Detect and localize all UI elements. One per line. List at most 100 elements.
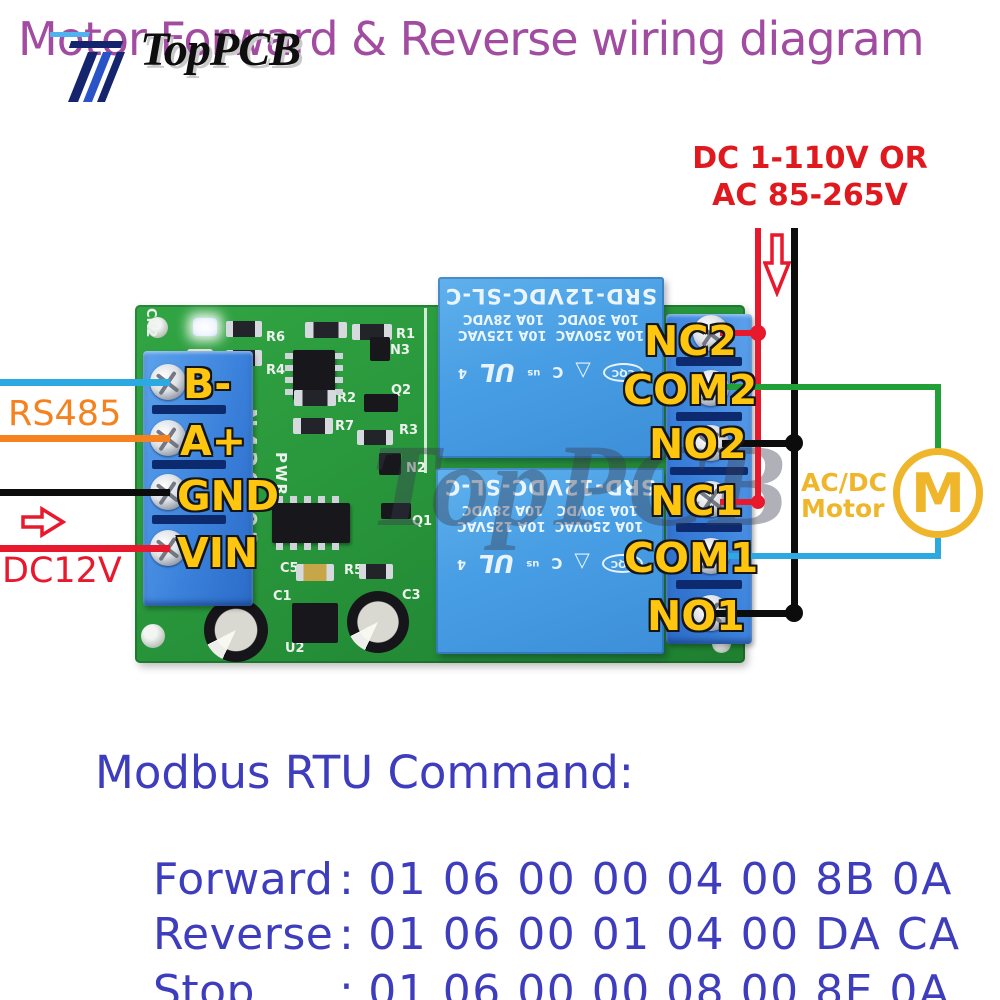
four-mark: 4 xyxy=(457,556,467,571)
relay-cert-logos: CQC △ C us UL 4 xyxy=(458,358,644,387)
motor-caption: AC/DC Motor xyxy=(801,470,887,522)
smd-resistor xyxy=(294,390,336,406)
command-hex: 01 06 00 00 04 00 8B 0A xyxy=(368,854,953,905)
wire-junction xyxy=(750,325,766,341)
c-mark: C xyxy=(552,363,564,382)
smd-resistor xyxy=(357,430,393,445)
wire-junction xyxy=(785,434,803,452)
electrolytic-capacitor xyxy=(347,591,409,653)
relay-channel-1: SRD-12VDC-SL-C 10A 30VDC 10A 28VDC 10A 2… xyxy=(436,468,664,654)
com1-motor-wire xyxy=(716,553,941,559)
power-input-arrow-icon xyxy=(21,506,66,538)
silkscreen-r6: R6 xyxy=(266,330,286,345)
pin-label-no2: NO2 xyxy=(649,420,747,468)
silkscreen-r1: R1 xyxy=(396,327,416,342)
command-hex: 01 06 00 00 08 00 8E 0A xyxy=(368,966,951,1000)
ul-logo: UL xyxy=(479,358,516,387)
relay-rating-ac: 10A 250VAC 10A 125VAC xyxy=(457,327,645,342)
voltage-regulator xyxy=(292,603,338,643)
pin-label-nc1: NC1 xyxy=(650,477,743,525)
smd-transistor xyxy=(370,337,390,361)
silkscreen-c3: C3 xyxy=(402,588,421,603)
silkscreen-r3: R3 xyxy=(399,423,419,438)
terminal-slot xyxy=(676,580,742,589)
pin-label-vin: VIN xyxy=(177,529,259,577)
triangle-cert-icon: △ xyxy=(574,551,590,576)
power-source-caption: DC 1-110V OR AC 85-265V xyxy=(680,140,940,214)
silkscreen-line xyxy=(424,308,427,473)
nc1-wire xyxy=(720,499,758,505)
toppcb-logo-icon xyxy=(50,32,125,102)
command-colon: : xyxy=(338,966,355,1000)
modbus-reverse-command: Reverse:01 06 00 01 04 00 DA CA xyxy=(95,858,961,1000)
pin-label-nc2: NC2 xyxy=(644,317,737,365)
soic8-chip xyxy=(272,496,350,550)
command-hex: 01 06 00 01 04 00 DA CA xyxy=(368,909,961,960)
relay-rating-ac: 10A 250VAC 10A 125VAC xyxy=(456,518,644,533)
wire-junction xyxy=(785,604,803,622)
silkscreen-n2: N2 xyxy=(406,461,426,476)
command-label: Reverse xyxy=(152,909,334,960)
power-neutral-wire xyxy=(791,228,798,617)
silkscreen-pwr: PWR xyxy=(272,452,290,498)
rs485-b-wire xyxy=(0,379,170,386)
smd-capacitor xyxy=(296,564,334,581)
com2-motor-wire xyxy=(716,384,941,390)
triangle-cert-icon: △ xyxy=(575,360,591,385)
motor-symbol: M xyxy=(893,448,983,538)
relay-rating-dc: 10A 30VDC 10A 28VDC xyxy=(463,311,639,326)
command-label: Forward xyxy=(152,854,334,905)
smd-transistor xyxy=(364,394,398,412)
command-label: Stop xyxy=(152,966,255,1000)
mounting-hole xyxy=(141,624,165,648)
nc2-wire xyxy=(720,330,758,336)
terminal-slot xyxy=(152,460,226,469)
com2-motor-wire xyxy=(935,384,941,450)
no2-wire xyxy=(722,440,795,447)
silkscreen-c5: C5 xyxy=(280,561,299,576)
relay-model-text: SRD-12VDC-SL-C xyxy=(444,475,656,499)
terminal-slot xyxy=(676,357,742,366)
dc12v-caption: DC12V xyxy=(2,551,122,591)
terminal-slot xyxy=(152,515,226,524)
ul-logo: UL xyxy=(478,549,515,578)
motor-caption-line2: Motor xyxy=(801,494,885,523)
silkscreen-n3: N3 xyxy=(390,343,410,358)
com1-motor-wire xyxy=(935,538,941,559)
wire-junction xyxy=(751,495,765,509)
rs485-caption: RS485 xyxy=(8,394,122,434)
relay-rating-dc: 10A 30VDC 10A 28VDC xyxy=(462,502,638,517)
modbus-forward-command: Forward:01 06 00 00 04 00 8B 0A xyxy=(95,803,953,956)
power-flow-arrow-icon xyxy=(763,233,791,297)
silkscreen-u2: U2 xyxy=(285,641,305,656)
relay-channel-2: SRD-12VDC-SL-C 10A 30VDC 10A 28VDC 10A 2… xyxy=(438,277,664,458)
motor-letter: M xyxy=(911,461,965,525)
smd-resistor xyxy=(352,324,392,340)
status-led xyxy=(193,318,217,336)
c-mark: C xyxy=(551,554,563,573)
smd-resistor xyxy=(305,322,347,338)
rs485-a-wire xyxy=(0,435,170,442)
command-colon: : xyxy=(338,909,355,960)
electrolytic-capacitor xyxy=(204,598,268,662)
pin-label-com2: COM2 xyxy=(623,366,758,414)
power-line2: AC 85-265V xyxy=(712,178,908,213)
us-mark: us xyxy=(526,558,540,569)
modbus-stop-command: Stop:01 06 00 00 08 00 8E 0A xyxy=(95,915,951,1000)
terminal-block-relay-outputs xyxy=(666,314,752,644)
command-colon: : xyxy=(338,854,355,905)
smd-resistor xyxy=(359,564,393,579)
silkscreen-r7: R7 xyxy=(335,419,355,434)
toppcb-logo-text: TopPCB xyxy=(140,23,301,76)
silkscreen-r4: R4 xyxy=(266,363,286,378)
gnd-wire xyxy=(0,489,170,496)
smd-transistor xyxy=(379,453,401,475)
relay-cert-logos: CQC △ C us UL 4 xyxy=(457,549,643,578)
no1-wire xyxy=(704,610,798,617)
silkscreen-c1: C1 xyxy=(273,589,292,604)
pin-label-com1: COM1 xyxy=(624,534,759,582)
smd-resistor xyxy=(226,321,262,337)
terminal-slot xyxy=(676,412,742,421)
mounting-hole xyxy=(147,317,168,338)
